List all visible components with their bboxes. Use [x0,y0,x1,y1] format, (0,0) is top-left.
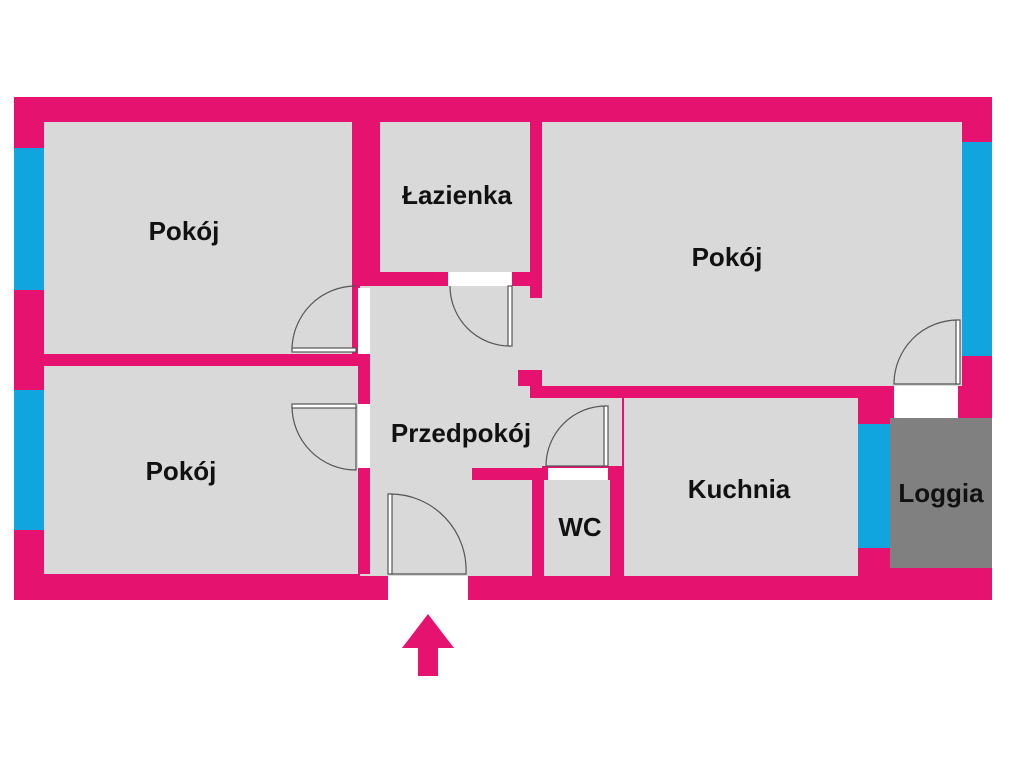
up-arrow-icon [402,614,454,676]
door-swing-loggia [893,319,959,385]
wall-bath-right [530,122,542,298]
window-bottom-left [14,390,44,530]
label-room-bottom-left: Pokój [146,456,217,486]
door-leaf-bathroom [507,285,513,347]
kitchen-floor [624,398,858,576]
wall-room-right-bottom [530,386,962,398]
wall-wc-right [610,468,624,576]
label-room-right: Pokój [692,242,763,272]
room-floor-bottom-left [44,366,358,574]
doorway-loggia [894,386,958,418]
door-leaf-loggia [955,319,961,385]
door-leaf-wc [603,405,609,467]
label-loggia: Loggia [898,478,984,508]
hallway-floor-side [540,396,622,466]
label-room-top-left: Pokój [149,216,220,246]
label-kitchen: Kuchnia [688,474,791,504]
wall-stub [518,370,542,386]
doorway-wc [548,468,608,480]
door-swing-bottom-left [291,405,357,471]
label-hallway: Przedpokój [391,418,531,448]
loggia-floor [890,418,992,568]
window-right [962,142,992,356]
doorway-top-left [358,288,370,354]
door-leaf-bottom-left [291,403,357,409]
door-swing-top-left [291,285,357,351]
room-floor-right [542,122,962,386]
bathroom-floor [380,122,530,272]
doorway-entrance [388,576,468,600]
wall-left-rooms-divider [44,354,358,366]
window-kitchen [858,424,890,548]
door-swing-entrance [389,493,467,575]
door-leaf-entrance [387,493,393,575]
label-wc: WC [558,512,602,542]
doorway-bathroom [448,272,512,286]
doorway-bottom-left [358,404,370,468]
label-bathroom: Łazienka [402,180,512,210]
window-top-left [14,148,44,290]
wall-bath-left [352,122,380,286]
door-swing-bathroom [449,285,511,347]
wc-floor [544,480,610,576]
door-leaf-top-left [291,347,357,353]
room-floor-top-left [44,122,352,354]
wall-wc-left [532,480,544,576]
door-swing-wc [545,405,607,467]
